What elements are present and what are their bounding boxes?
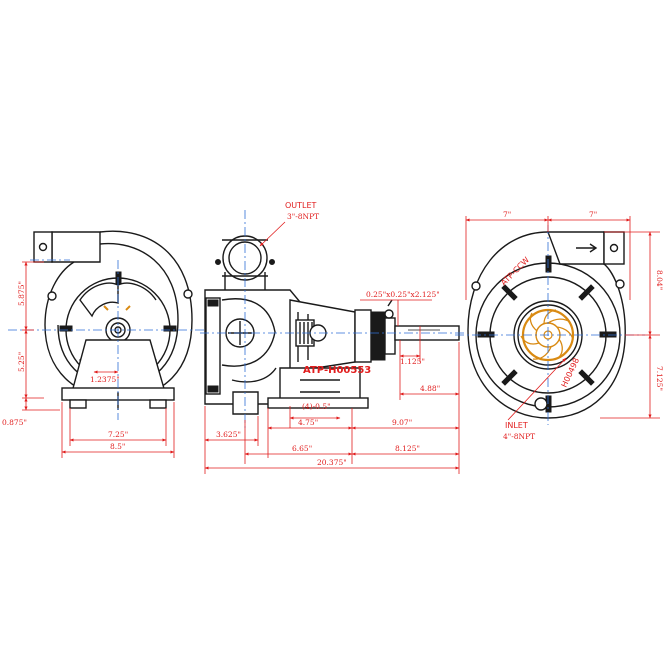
rotation-label: ATP-CCW <box>499 255 531 287</box>
dim-left-height-lower: 5.25" <box>17 352 26 372</box>
dim-left-width-inner: 7.25" <box>108 430 128 439</box>
right-view: ATP-CCW H00498 <box>455 225 645 425</box>
dim-overall-length: 20.375" <box>317 458 347 467</box>
dim-right-height-upper: 8.04" <box>655 270 664 290</box>
dim-shaft-to-mount: 4.88" <box>420 384 440 393</box>
part-number-label: ATP-H00553 <box>303 365 371 376</box>
inlet-size: 4"-8NPT <box>503 432 535 441</box>
inlet-label: INLET <box>505 421 528 430</box>
right-dimensions: 7" 7" 8.04" 7.125" <box>465 210 664 419</box>
impeller-vanes <box>520 309 574 360</box>
dim-left-width-outer: 8.5" <box>110 442 125 451</box>
dim-right-half-right: 7" <box>589 210 597 219</box>
dim-flange-offset: 3.625" <box>216 430 241 439</box>
inlet-callout: INLET 4"-8NPT <box>503 357 567 441</box>
outlet-callout: OUTLET 3"-8NPT <box>259 201 319 247</box>
dim-left-base: 0.875" <box>2 418 27 427</box>
outlet-size: 3"-8NPT <box>287 212 319 221</box>
dim-shaft-diameter: 1.125" <box>400 357 425 366</box>
bolt-lugs-right <box>471 255 625 413</box>
middle-dimensions: 3.625" (4)-0.5" 4.75" 9.07" 6.65" 8.125"… <box>204 290 460 474</box>
dim-left-height-upper: 5.875" <box>17 281 26 306</box>
outlet-label: OUTLET <box>285 201 317 210</box>
dim-mount-to-shaft-end: 8.125" <box>395 444 420 453</box>
dim-side-to-shaft-end: 9.07" <box>392 418 412 427</box>
dim-center-to-mount: 6.65" <box>292 444 312 453</box>
left-view <box>8 230 222 420</box>
dim-mount-holes: (4)-0.5" <box>302 402 331 411</box>
dim-right-half-left: 7" <box>503 210 511 219</box>
dim-left-center-offset: 1.2375" <box>90 375 120 384</box>
dim-shaft-keyway: 0.25"x0.25"x2.125" <box>366 290 440 299</box>
left-dimensions: 5.875" 5.25" 0.875" 1.2375" 7.25" 8.5" <box>2 261 175 458</box>
dim-mount-spacing: 4.75" <box>298 418 318 427</box>
middle-view: ATP-H00553 <box>200 210 464 430</box>
dim-right-height-lower: 7.125" <box>655 366 664 391</box>
